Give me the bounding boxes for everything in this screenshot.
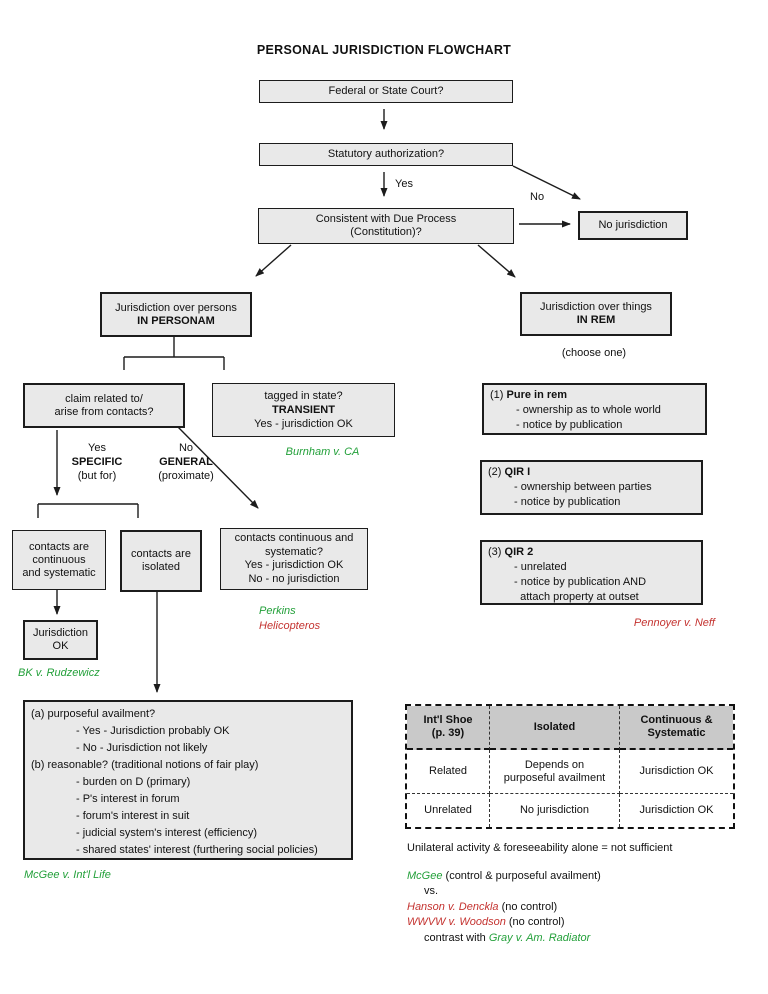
note-hanson-line: Hanson v. Denckla (no control)	[407, 900, 601, 915]
note-contrast-line: contrast with Gray v. Am. Radiator	[407, 931, 601, 946]
case-gray: Gray v. Am. Radiator	[488, 931, 591, 944]
choose-one-label: (choose one)	[561, 347, 627, 359]
case-burnham: Burnham v. CA	[285, 446, 360, 458]
note-contrast-prefix: contrast with	[424, 931, 489, 944]
node-no-jurisdiction: No jurisdiction	[578, 211, 688, 240]
qir1-num: (2)	[488, 466, 502, 478]
qir2-num: (3)	[488, 546, 502, 558]
node-statutory-label: Statutory authorization?	[327, 148, 445, 160]
case-helicopteros: Helicopteros	[259, 620, 321, 633]
main-box-line: - P's interest in forum	[76, 793, 180, 805]
main-box-line: - burden on D (primary)	[76, 776, 191, 788]
qir1-title: QIR I	[504, 466, 531, 478]
case-perkins: Perkins	[259, 605, 296, 617]
in-personam-line1: Jurisdiction over persons	[115, 301, 237, 314]
edge-label-general: No GENERAL (proximate)	[146, 441, 226, 483]
in-personam-line2: IN PERSONAM	[137, 314, 215, 327]
case-mcgee-intl-life: McGee v. Int'l Life	[24, 869, 111, 881]
node-statutory-authorization: Statutory authorization?	[259, 143, 513, 166]
main-box-line: - Yes - Jurisdiction probably OK	[76, 725, 230, 737]
general-line3: (proximate)	[158, 470, 214, 482]
node-pure-in-rem: (1) Pure in rem - ownership as to whole …	[482, 383, 707, 435]
node-contacts-continuous-label: contacts are continuous and systematic	[22, 540, 96, 579]
edge-label-no: No	[530, 191, 545, 203]
table-header-isolated: Isolated	[490, 706, 620, 750]
table-cell-related-isolated: Depends on purposeful availment	[490, 750, 620, 794]
specific-line2: SPECIFIC	[71, 456, 123, 468]
node-claim-related-label: claim related to/ arise from contacts?	[54, 392, 154, 418]
note-mcgee-rest: (control & purposeful availment)	[442, 870, 601, 882]
node-tagged-in-state: tagged in state? TRANSIENT Yes - jurisdi…	[212, 383, 395, 437]
case-mcgee: McGee	[407, 870, 443, 882]
node-qir1: (2) QIR I - ownership between parties - …	[480, 460, 703, 515]
note-wwvw-line: WWVW v. Woodson (no control)	[407, 915, 601, 930]
note-unilateral: Unilateral activity & foreseeability alo…	[407, 842, 673, 854]
case-hanson: Hanson v. Denckla	[407, 900, 499, 913]
table-cell-related: Related	[407, 750, 490, 794]
case-wwvw: WWVW v. Woodson	[407, 916, 506, 929]
case-bk-rudzewicz: BK v. Rudzewicz	[18, 667, 100, 679]
specific-line1: Yes	[88, 442, 106, 454]
node-availment-reasonable: (a) purposeful availment? - Yes - Jurisd…	[23, 700, 353, 860]
node-due-process-label: Consistent with Due Process (Constitutio…	[315, 213, 457, 238]
node-continuous-systematic: contacts continuous and systematic? Yes …	[220, 528, 368, 590]
edge-label-yes: Yes	[395, 178, 413, 190]
node-in-rem: Jurisdiction over things IN REM	[520, 292, 672, 336]
tagged-line2: TRANSIENT	[272, 404, 335, 416]
main-box-line: - judicial system's interest (efficiency…	[76, 827, 258, 839]
node-no-jurisdiction-label: No jurisdiction	[598, 219, 668, 231]
note-wwvw-rest: (no control)	[505, 916, 565, 929]
main-box-line: (a) purposeful availment?	[31, 708, 156, 720]
node-federal-label: Federal or State Court?	[328, 85, 444, 97]
intl-shoe-table: Int'l Shoe (p. 39) Isolated Continuous &…	[405, 704, 735, 829]
qir2-details: - unrelated - notice by publication AND …	[514, 561, 647, 603]
node-contacts-continuous: contacts are continuous and systematic	[12, 530, 106, 590]
qir2-title: QIR 2	[504, 546, 534, 558]
tagged-line1: tagged in state?	[264, 390, 343, 402]
case-pennoyer: Pennoyer v. Neff	[633, 617, 715, 629]
note-hanson-rest: (no control)	[498, 900, 558, 913]
pure-in-rem-title: Pure in rem	[506, 389, 568, 401]
node-contacts-isolated: contacts are isolated	[120, 530, 202, 592]
node-due-process: Consistent with Due Process (Constitutio…	[258, 208, 514, 244]
table-header-intl-shoe: Int'l Shoe (p. 39)	[407, 706, 490, 750]
node-claim-related: claim related to/ arise from contacts?	[23, 383, 185, 428]
specific-line3: (but for)	[77, 470, 117, 482]
qir1-details: - ownership between parties - notice by …	[514, 481, 652, 508]
node-federal-or-state-court: Federal or State Court?	[259, 80, 513, 103]
main-box-line: - shared states' interest (furthering so…	[76, 844, 318, 856]
note-vs: vs.	[424, 885, 439, 898]
node-in-personam: Jurisdiction over persons IN PERSONAM	[100, 292, 252, 337]
node-jurisdiction-ok: Jurisdiction OK	[23, 620, 98, 660]
note-mcgee-line: McGee (control & purposeful availment)	[407, 869, 601, 884]
edge-label-specific: Yes SPECIFIC (but for)	[57, 441, 137, 483]
table-cell-unrelated: Unrelated	[407, 794, 490, 827]
node-qir2: (3) QIR 2 - unrelated - notice by public…	[480, 540, 703, 605]
table-cell-unrelated-isolated: No jurisdiction	[490, 794, 620, 827]
main-box-line: - forum's interest in suit	[76, 810, 190, 822]
node-continuous-systematic-label: contacts continuous and systematic? Yes …	[234, 532, 354, 585]
case-comparison-notes: McGee (control & purposeful availment) v…	[407, 869, 601, 946]
in-rem-line1: Jurisdiction over things	[540, 301, 652, 313]
table-header-continuous: Continuous & Systematic	[620, 706, 733, 750]
general-line2: GENERAL	[159, 456, 213, 468]
table-cell-related-continuous: Jurisdiction OK	[620, 750, 733, 794]
pure-in-rem-details: - ownership as to whole world - notice b…	[516, 404, 661, 431]
main-box-line: (b) reasonable? (traditional notions of …	[31, 759, 259, 771]
case-list-general: Perkins Helicopteros	[259, 604, 320, 635]
in-rem-line2: IN REM	[576, 314, 616, 326]
pure-in-rem-num: (1)	[490, 389, 504, 401]
general-line1: No	[178, 442, 194, 454]
page-title: PERSONAL JURISDICTION FLOWCHART	[256, 43, 512, 57]
table-cell-unrelated-continuous: Jurisdiction OK	[639, 804, 714, 816]
main-box-line: - No - Jurisdiction not likely	[76, 742, 208, 754]
node-jurisdiction-ok-label: Jurisdiction OK	[32, 627, 89, 652]
node-contacts-isolated-label: contacts are isolated	[131, 548, 191, 573]
tagged-line3: Yes - jurisdiction OK	[254, 418, 353, 430]
